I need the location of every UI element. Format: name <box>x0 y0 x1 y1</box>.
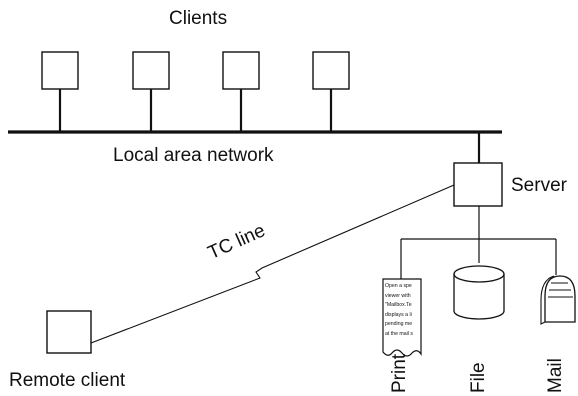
doc-line: Open a spe <box>385 283 412 289</box>
print-label: Print <box>389 353 410 393</box>
mail-label: Mail <box>545 358 566 393</box>
doc-line: pending me <box>385 321 413 327</box>
clients-label: Clients <box>169 8 228 29</box>
client-node-3 <box>222 51 260 90</box>
file-disk-icon <box>453 265 505 320</box>
doc-line: displays a li <box>385 311 412 318</box>
lan-label: Local area network <box>113 145 274 166</box>
remote-client-node <box>46 310 92 354</box>
doc-line: "Mailbox.Te <box>385 302 412 308</box>
file-label: File <box>468 362 489 393</box>
mailbox-icon <box>540 275 576 325</box>
client-node-4 <box>312 51 350 90</box>
server-node <box>453 162 503 207</box>
remote-client-label: Remote client <box>9 370 126 391</box>
doc-line: at the mail s <box>385 330 413 337</box>
print-document-icon <box>382 278 422 357</box>
doc-line: viewer with <box>385 292 411 299</box>
tc-line-link <box>90 184 455 344</box>
print-document-text: Open a spe viewer with "Mailbox.Te displ… <box>385 283 420 343</box>
server-label: Server <box>511 175 567 196</box>
client-node-2 <box>132 51 170 90</box>
client-node-1 <box>41 51 79 90</box>
